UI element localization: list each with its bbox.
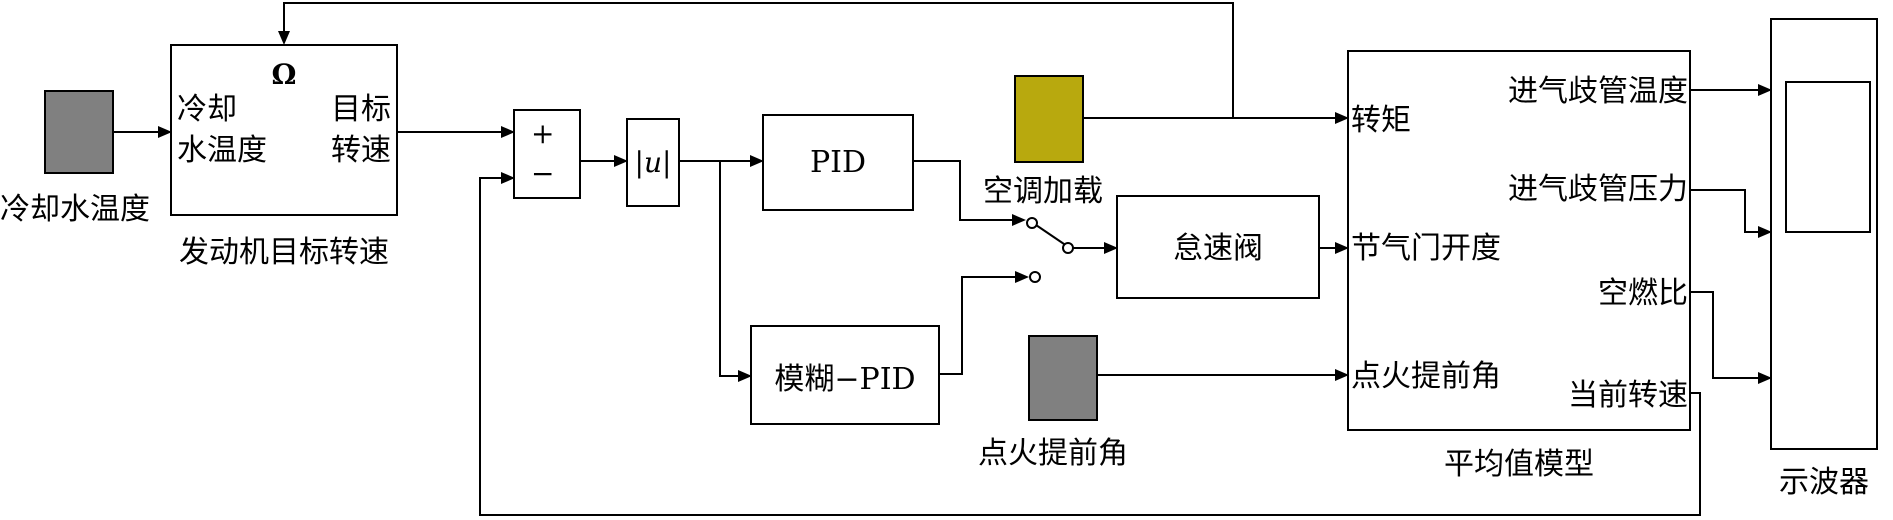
target-speed-output-label-1: 目标 xyxy=(331,92,391,127)
pid-box[interactable] xyxy=(762,114,914,211)
omega-symbol: Ω xyxy=(272,58,297,91)
wire-abs-to-fuzzy xyxy=(719,161,740,377)
arrow-pressure-to-scope xyxy=(1758,226,1772,238)
sum-block[interactable]: + − xyxy=(513,109,581,199)
ignition-advance-source-block[interactable] xyxy=(1028,335,1098,421)
arrow-valve-to-throttle xyxy=(1335,242,1349,254)
pid-label: PID xyxy=(810,145,866,180)
coolant-temp-source-label: 冷却水温度 xyxy=(0,192,150,227)
wire-pressure-to-scope xyxy=(1690,189,1760,233)
ac-load-label: 空调加载 xyxy=(983,174,1103,209)
mvm-input-ignition: 点火提前角 xyxy=(1351,359,1501,394)
ac-load-source[interactable]: 空调加载 xyxy=(983,75,1103,209)
arrow-abs-to-fuzzy xyxy=(738,370,752,382)
target-speed-block[interactable]: Ω 冷却 水温度 目标 转速 发动机目标转速 xyxy=(170,44,398,270)
oscilloscope-screen xyxy=(1785,81,1871,233)
arrow-sum-to-abs xyxy=(614,155,628,167)
arrow-ignition-to-model xyxy=(1335,369,1349,381)
target-speed-output-label-2: 转速 xyxy=(331,133,391,168)
arrow-top-loop xyxy=(278,31,290,45)
switch-contact-top xyxy=(1026,217,1038,229)
mvm-input-throttle: 节气门开度 xyxy=(1351,231,1501,266)
switch-blade xyxy=(1035,224,1065,245)
mvm-output-current-speed: 当前转速 xyxy=(1568,378,1688,413)
switch-contact-bottom xyxy=(1029,271,1041,283)
arrow-coolant-to-target xyxy=(158,126,172,138)
fuzzy-pid-label: 模糊−PID xyxy=(774,362,915,397)
wire-afr-to-scope xyxy=(1690,291,1760,379)
mean-value-model-box[interactable] xyxy=(1347,50,1691,431)
mode-switch[interactable] xyxy=(1026,217,1074,283)
idle-valve-box[interactable] xyxy=(1116,195,1320,299)
signal-wires xyxy=(113,2,1772,516)
fuzzy-pid-box[interactable] xyxy=(750,325,940,425)
arrow-pid-to-switch xyxy=(1012,214,1026,226)
ac-load-source-block[interactable] xyxy=(1014,75,1084,163)
arrow-abs-to-pid xyxy=(750,155,764,167)
wire-fuzzy-to-switch xyxy=(939,276,1017,375)
mvm-output-manifold-temp: 进气歧管温度 xyxy=(1508,74,1688,109)
mvm-output-manifold-pressure: 进气歧管压力 xyxy=(1508,172,1688,207)
sum-plus-sign: + xyxy=(531,117,554,150)
ignition-advance-label: 点火提前角 xyxy=(978,436,1128,471)
oscilloscope-caption: 示波器 xyxy=(1779,465,1869,500)
arrow-afr-to-scope xyxy=(1758,372,1772,384)
wire-pid-to-switch xyxy=(913,160,1014,221)
abs-block[interactable]: |u| xyxy=(626,118,680,207)
coolant-temp-source-block[interactable] xyxy=(44,90,114,174)
target-speed-box[interactable] xyxy=(170,44,398,216)
abs-box[interactable] xyxy=(626,118,680,207)
idle-valve-label: 怠速阀 xyxy=(1173,231,1263,266)
fuzzy-pid-block[interactable]: 模糊−PID xyxy=(750,325,940,425)
abs-label: |u| xyxy=(635,146,672,179)
mvm-output-air-fuel-ratio: 空燃比 xyxy=(1598,276,1688,311)
mean-value-model-block[interactable]: 转矩 节气门开度 点火提前角 进气歧管温度 进气歧管压力 空燃比 当前转速 平均… xyxy=(1347,50,1691,482)
oscilloscope-block[interactable]: 示波器 xyxy=(1770,18,1878,500)
target-speed-input-label-1: 冷却 xyxy=(177,92,237,127)
target-speed-caption: 发动机目标转速 xyxy=(179,235,389,270)
arrow-switch-to-valve xyxy=(1104,242,1118,254)
sum-minus-sign: − xyxy=(531,157,554,190)
arrow-target-to-sum xyxy=(501,126,515,138)
mvm-input-torque: 转矩 xyxy=(1351,103,1411,138)
arrow-fuzzy-to-switch xyxy=(1015,271,1029,283)
arrow-temp-to-scope xyxy=(1758,84,1772,96)
target-speed-input-label-2: 水温度 xyxy=(177,133,267,168)
switch-contact-common xyxy=(1062,242,1074,254)
coolant-temp-source[interactable]: 冷却水温度 xyxy=(0,90,150,227)
wire-speed-feedback xyxy=(479,177,1701,516)
ignition-advance-source[interactable]: 点火提前角 xyxy=(978,335,1128,471)
arrow-ac-to-torque xyxy=(1335,112,1349,124)
sum-box[interactable] xyxy=(513,109,581,199)
mvm-caption: 平均值模型 xyxy=(1444,447,1594,482)
wire-top-loop xyxy=(283,2,1234,118)
pid-block[interactable]: PID xyxy=(762,114,914,211)
idle-valve-block[interactable]: 怠速阀 xyxy=(1116,195,1320,299)
arrow-speed-feedback xyxy=(501,172,515,184)
